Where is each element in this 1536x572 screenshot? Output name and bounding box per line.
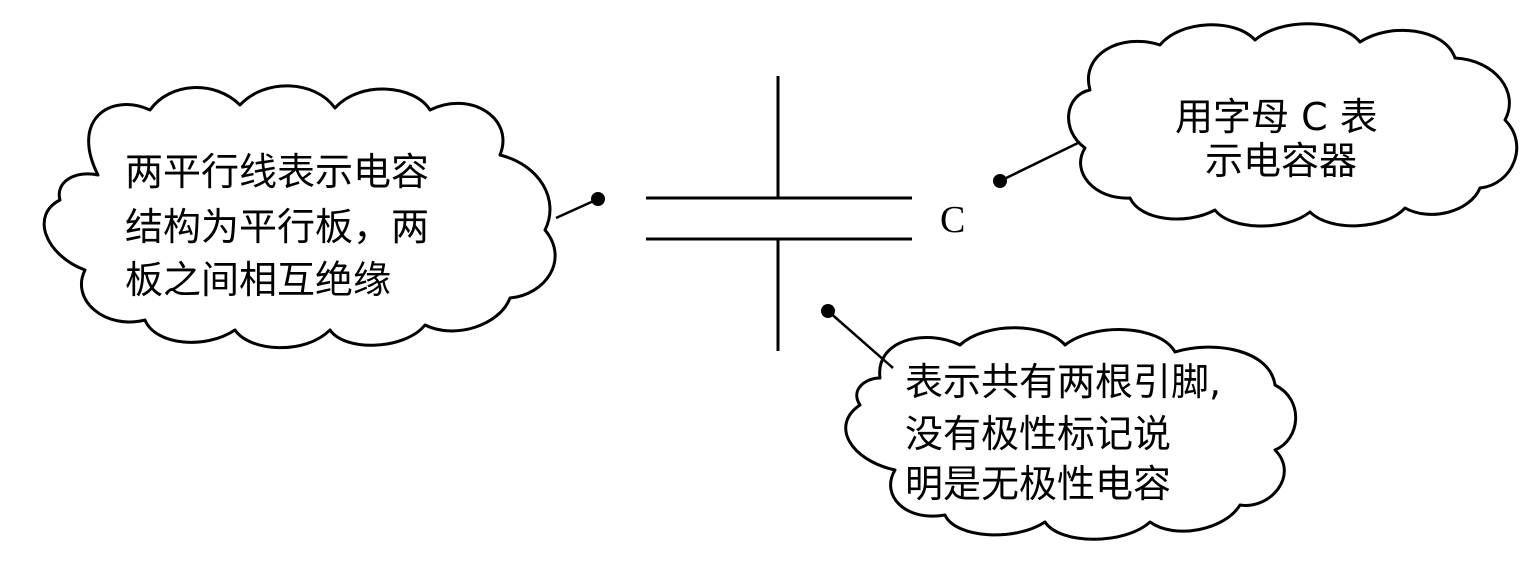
note-left-anchor-dot (591, 192, 605, 206)
note-bottom-line-2: 没有极性标记说 (905, 412, 1171, 456)
note-bottom: 表示共有两根引脚, 没有极性标记说 明是无极性电容 (821, 304, 1298, 541)
note-left-line-3: 板之间相互绝缘 (125, 258, 391, 302)
svg-text:两平行线表示电容 结构为平行板，两: 两平行线表示电容 结构为平行板，两 板之间相互绝缘 (125, 150, 441, 302)
note-right-cloud (1067, 22, 1519, 228)
note-right-line-1: 用字母 C 表 (1175, 95, 1378, 139)
note-right: 用字母 C 表 示电容器 (993, 22, 1519, 228)
capacitor-symbol (646, 76, 912, 351)
note-left-cloud (42, 84, 557, 350)
note-left: 两平行线表示电容 结构为平行板，两 板之间相互绝缘 (42, 84, 605, 350)
capacitor-label: C (940, 199, 965, 241)
svg-text:用字母 C 表 示电容器: 用字母 C 表 示电容器 (1175, 95, 1390, 183)
note-right-anchor-dot (993, 174, 1007, 188)
note-left-line-2: 结构为平行板，两 (125, 205, 429, 249)
note-bottom-anchor-dot (821, 304, 835, 318)
note-bottom-leader (827, 310, 894, 369)
note-right-leader (999, 140, 1081, 183)
note-bottom-line-3: 明是无极性电容 (905, 462, 1171, 506)
svg-text:表示共有两根引脚, 没有极性标记说: 表示共有两根引脚, 没有极性标记说 明是无极性电容 (905, 360, 1233, 506)
note-bottom-line-1: 表示共有两根引脚, (905, 360, 1221, 404)
note-left-leader (555, 197, 599, 220)
note-bottom-cloud (844, 326, 1298, 541)
note-left-line-1: 两平行线表示电容 (125, 150, 429, 194)
note-right-line-2: 示电容器 (1205, 139, 1357, 183)
